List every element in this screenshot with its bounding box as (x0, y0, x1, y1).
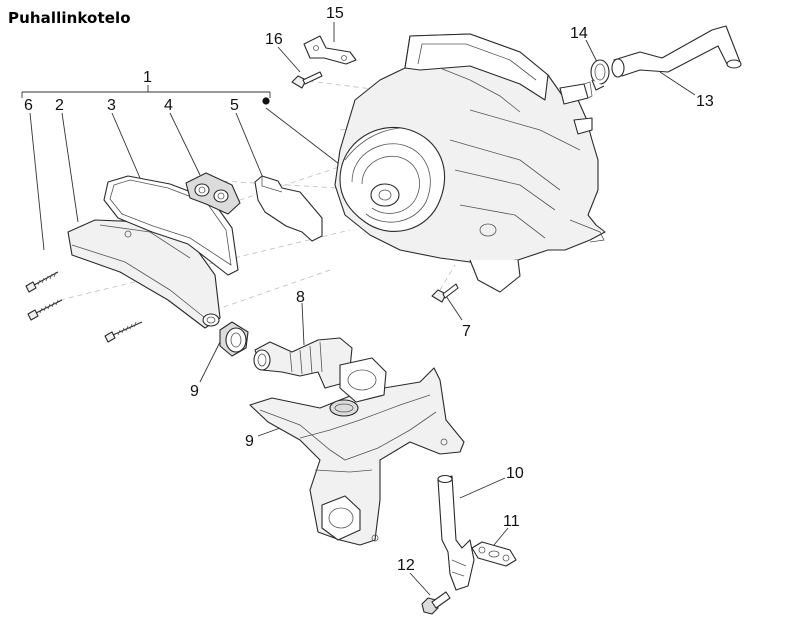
callout-8: 8 (296, 289, 305, 306)
callout-16: 16 (265, 31, 283, 48)
blower-housing (334, 33, 606, 293)
screw-6-group (25, 271, 143, 343)
callout-5: 5 (230, 97, 239, 114)
screw-6c (104, 321, 143, 343)
clamp-14 (590, 59, 610, 91)
callout-7: 7 (462, 323, 471, 340)
callout-labels: 1 2 3 4 5 6 7 8 9 9 10 11 12 13 14 15 16 (24, 5, 714, 574)
screw-16 (291, 71, 323, 89)
screw-7 (431, 283, 459, 303)
callout-4: 4 (164, 97, 173, 114)
clamp-9b (329, 399, 359, 417)
bolt-12 (421, 591, 451, 615)
callout-12: 12 (397, 557, 415, 574)
gasket-11 (471, 541, 517, 567)
air-box-frame (249, 357, 465, 546)
callout-10: 10 (506, 465, 524, 482)
callout-6: 6 (24, 97, 33, 114)
callout-2: 2 (55, 97, 64, 114)
hose-13 (611, 25, 742, 78)
callout-11: 11 (503, 513, 520, 530)
callout-13: 13 (696, 93, 714, 110)
callout-9-lower: 9 (245, 433, 254, 450)
diagram-title: Puhallinkotelo (8, 9, 131, 27)
callout-14: 14 (570, 25, 588, 42)
reference-dot (262, 97, 270, 105)
clamp-9a (219, 321, 249, 357)
callout-9-upper: 9 (190, 383, 199, 400)
callout-15: 15 (326, 5, 344, 22)
callout-3: 3 (107, 97, 116, 114)
screw-6b (27, 299, 63, 321)
seal-4 (185, 172, 241, 215)
callout-1: 1 (143, 69, 152, 86)
plate-5 (254, 175, 323, 242)
leader-lines (21, 22, 696, 596)
tube-10 (437, 474, 475, 591)
duct-hose-8 (253, 337, 353, 389)
bracket-15 (303, 35, 357, 65)
screw-6a (25, 271, 59, 293)
